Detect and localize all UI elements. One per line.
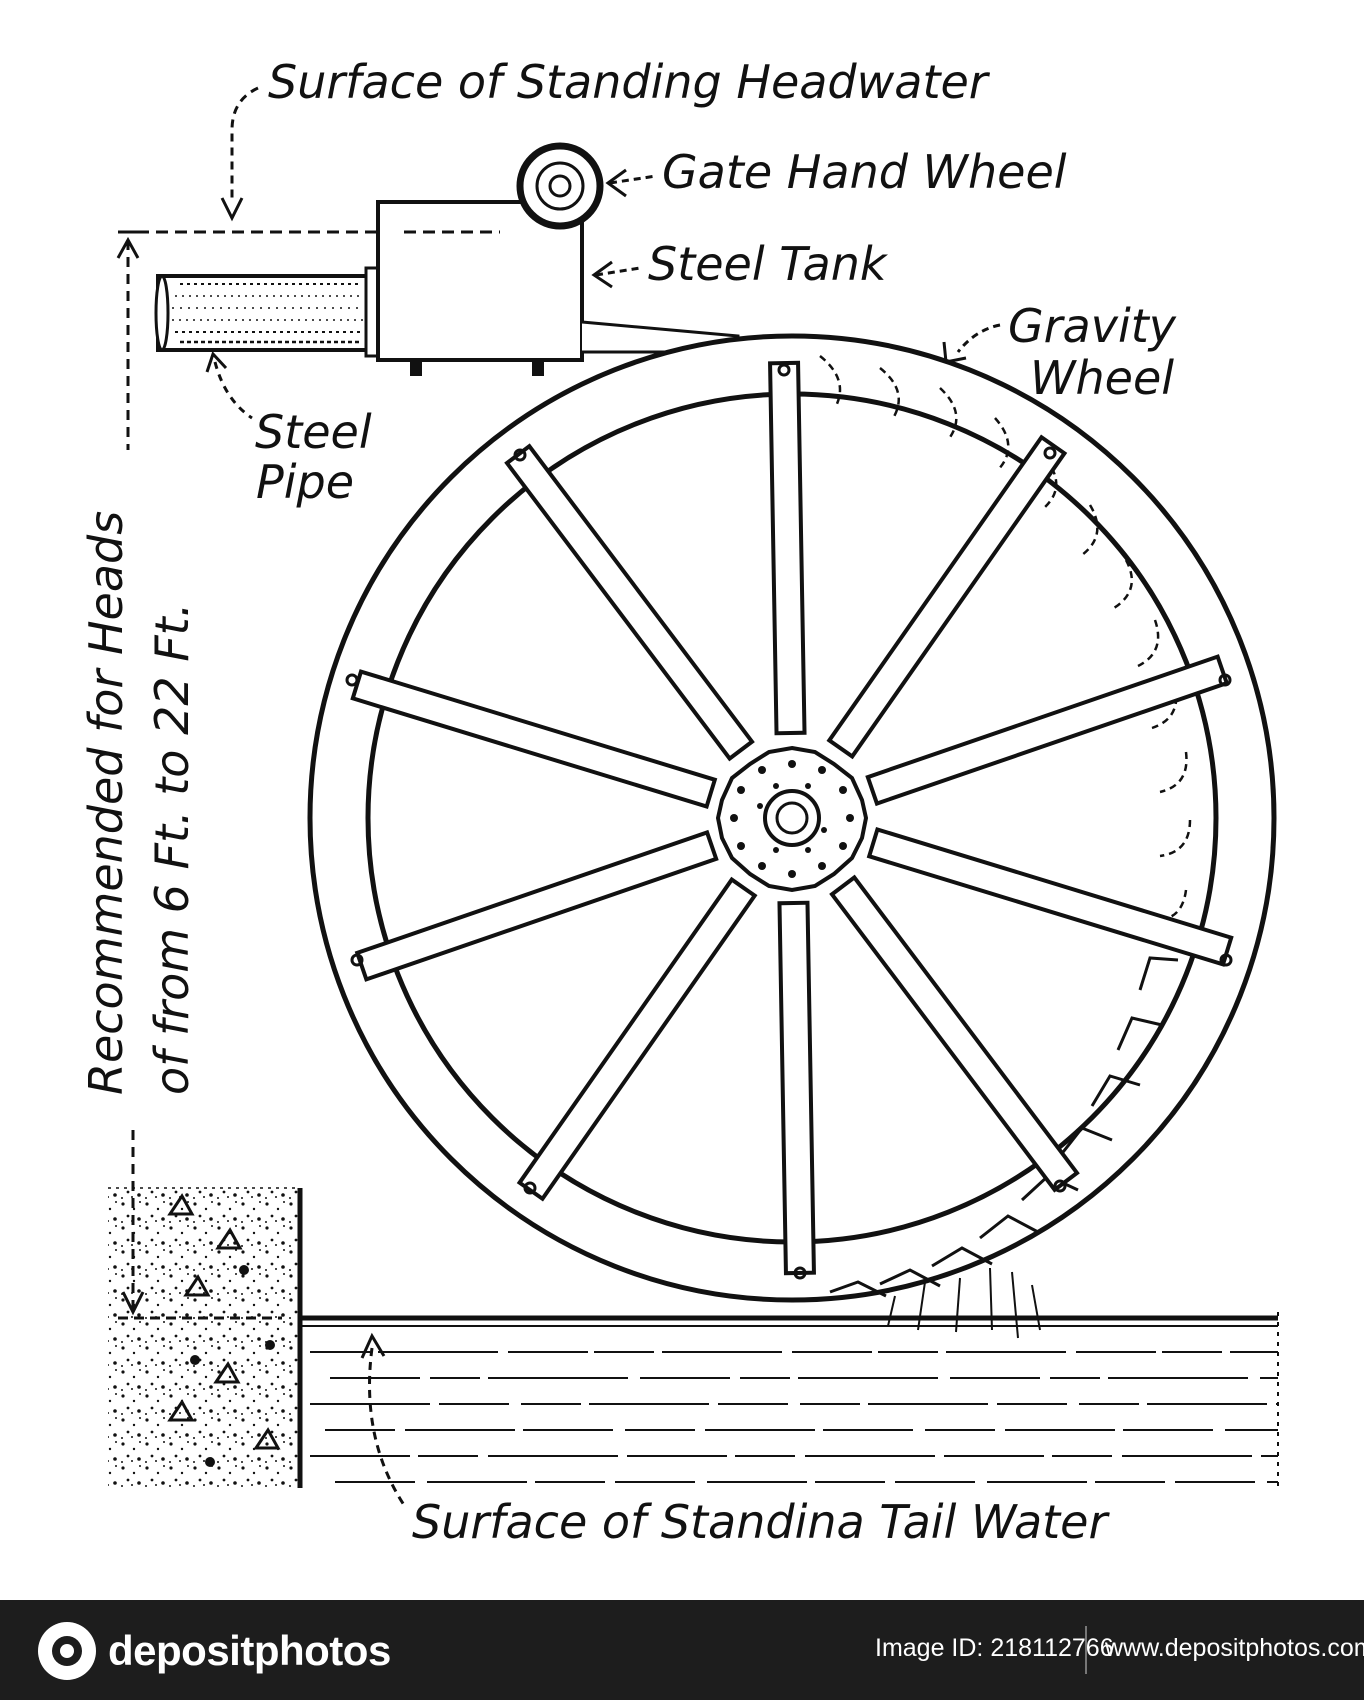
steel-pipe-label-line1: Steel [255,405,372,459]
heads-label-line2: of from 6 Ft. to 22 Ft. [145,603,199,1095]
water-wheel-diagram: Surface of Standing Headwater Recommende… [79,55,1279,1549]
headwater-leader [230,86,259,200]
hand-wheel-arrow-icon [605,168,627,198]
steel-tank-label: Steel Tank [648,237,889,291]
steel-pipe-leader [213,361,253,420]
tail-water-arrow-icon [360,1332,386,1359]
heads-label-line1: Recommended for Heads [79,511,133,1095]
watermark-footer: depositphotos Image ID: 218112766 www.de… [0,1600,1364,1700]
headwater-arrow-icon [220,197,244,222]
tail-water-label: Surface of Standina Tail Water [412,1495,1110,1549]
depositphotos-logo[interactable]: depositphotos [38,1620,391,1682]
site-url-link[interactable]: www.depositphotos.com [1105,1634,1364,1662]
tail-water [300,1315,1278,1483]
gravity-wheel-leader [956,323,1001,353]
ground-bank [108,1187,303,1488]
image-id-text: Image ID: 218112766 [875,1634,1114,1662]
wheel-spokes [350,360,1234,1276]
steel-pipe-arrow-icon [205,351,228,373]
brand-name: depositphotos [108,1627,391,1674]
steel-pipe [154,266,380,358]
depositphotos-logo-icon [38,1622,96,1680]
hand-wheel-label: Gate Hand Wheel [662,145,1067,199]
tail-water-leader [368,1347,408,1509]
gravity-wheel [307,333,1277,1303]
footer-divider [1085,1626,1087,1674]
headwater-label: Surface of Standing Headwater [268,55,991,109]
gravity-wheel-label-line2: Wheel [1030,351,1174,405]
gate-hand-wheel [516,142,604,230]
steel-pipe-label-line2: Pipe [256,455,354,509]
steel-tank-arrow-icon [591,260,613,289]
gravity-wheel-label-line1: Gravity [1008,299,1177,353]
